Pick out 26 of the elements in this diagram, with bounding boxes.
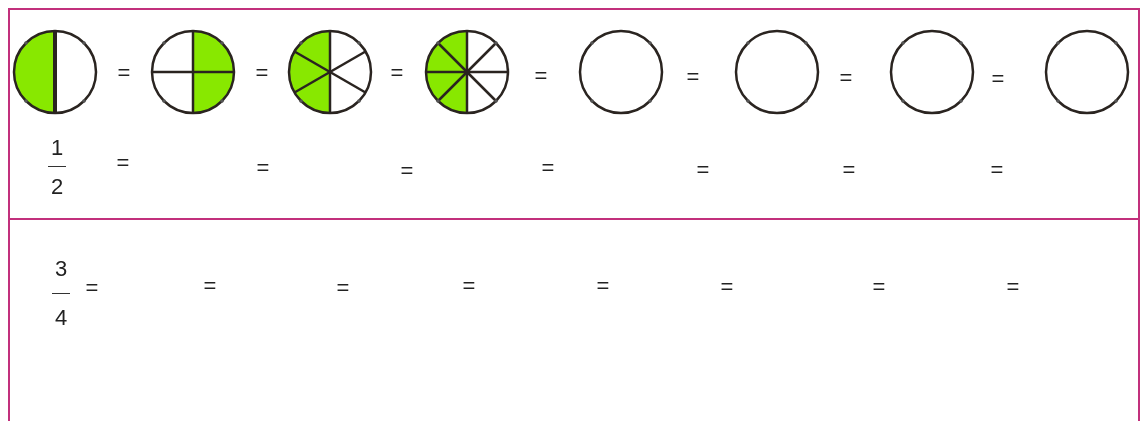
fraction-number: 3 [54,258,68,280]
equals-sign: = [596,275,610,297]
equals-sign: = [390,62,404,84]
equals-sign: = [541,157,555,179]
fraction-number: 4 [54,307,68,329]
equals-sign: = [203,275,217,297]
equals-sign: = [336,277,350,299]
equals-sign: = [85,277,99,299]
equals-sign: = [255,62,269,84]
equals-sign: = [462,275,476,297]
equals-sign: = [696,159,710,181]
equals-sign: = [400,160,414,182]
equals-sign: = [686,66,700,88]
fraction-number: 2 [50,176,64,198]
equals-sign: = [990,159,1004,181]
equals-sign: = [117,62,131,84]
equals-sign: = [842,159,856,181]
equals-sign: = [116,152,130,174]
equals-sign: = [256,157,270,179]
equals-sign: = [872,276,886,298]
equals-sign: = [1006,276,1020,298]
equals-sign: = [720,276,734,298]
equals-sign: = [534,65,548,87]
fraction-number: 1 [50,137,64,159]
equals-sign: = [991,68,1005,90]
equals-sign: = [839,67,853,89]
